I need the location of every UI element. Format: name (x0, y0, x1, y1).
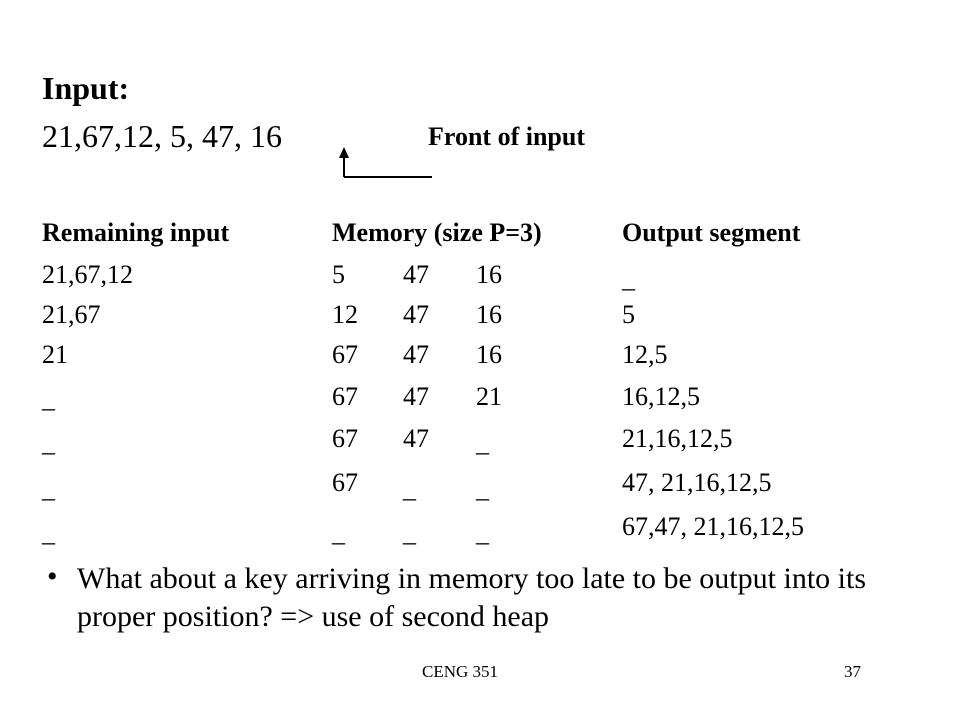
cell-memory-2: 47 (403, 340, 429, 369)
cell-memory-3: 16 (476, 300, 502, 329)
cell-remaining: 21 (42, 340, 68, 369)
cell-memory-1: 67 (332, 382, 358, 411)
cell-memory-3: _ (476, 474, 489, 503)
cell-memory-3: 16 (476, 340, 502, 369)
footer-page-number: 37 (844, 662, 861, 681)
front-pointer-arrow-icon (339, 147, 432, 178)
cell-memory-2: 47 (403, 260, 429, 289)
cell-remaining: 21,67,12 (42, 260, 133, 289)
cell-memory-2: _ (403, 518, 416, 547)
cell-output: 67,47, 21,16,12,5 (622, 512, 804, 541)
header-output-segment: Output segment (622, 218, 801, 247)
cell-memory-3: 21 (476, 382, 502, 411)
cell-memory-1: 67 (332, 468, 358, 497)
cell-memory-1: 12 (332, 300, 358, 329)
cell-memory-2: 47 (403, 382, 429, 411)
cell-remaining: _ (42, 384, 55, 413)
cell-memory-3: 16 (476, 260, 502, 289)
cell-memory-3: _ (476, 428, 489, 457)
cell-memory-2: 47 (403, 300, 429, 329)
cell-output: _ (622, 264, 635, 293)
cell-output: 47, 21,16,12,5 (622, 468, 772, 497)
bullet-text: What about a key arriving in memory too … (77, 562, 866, 633)
input-values: 21,67,12, 5, 47, 16 (42, 118, 282, 154)
cell-output: 21,16,12,5 (622, 424, 733, 453)
cell-output: 5 (622, 300, 635, 329)
cell-remaining: 21,67 (42, 300, 101, 329)
cell-memory-1: 67 (332, 424, 358, 453)
bullet-marker: • (47, 560, 58, 593)
input-heading: Input: (42, 70, 130, 106)
cell-memory-3: _ (476, 518, 489, 547)
cell-memory-1: 67 (332, 340, 358, 369)
cell-remaining: _ (42, 428, 55, 457)
header-remaining-input: Remaining input (42, 218, 230, 247)
cell-remaining: _ (42, 474, 55, 503)
cell-output: 12,5 (622, 340, 668, 369)
cell-memory-2: _ (403, 474, 416, 503)
cell-memory-1: 5 (332, 260, 345, 289)
cell-output: 16,12,5 (622, 382, 700, 411)
cell-memory-1: _ (332, 518, 345, 547)
footer-course: CENG 351 (422, 662, 499, 681)
front-of-input-label: Front of input (428, 122, 585, 151)
cell-memory-2: 47 (403, 424, 429, 453)
cell-remaining: _ (42, 518, 55, 547)
header-memory: Memory (size P=3) (332, 218, 542, 247)
